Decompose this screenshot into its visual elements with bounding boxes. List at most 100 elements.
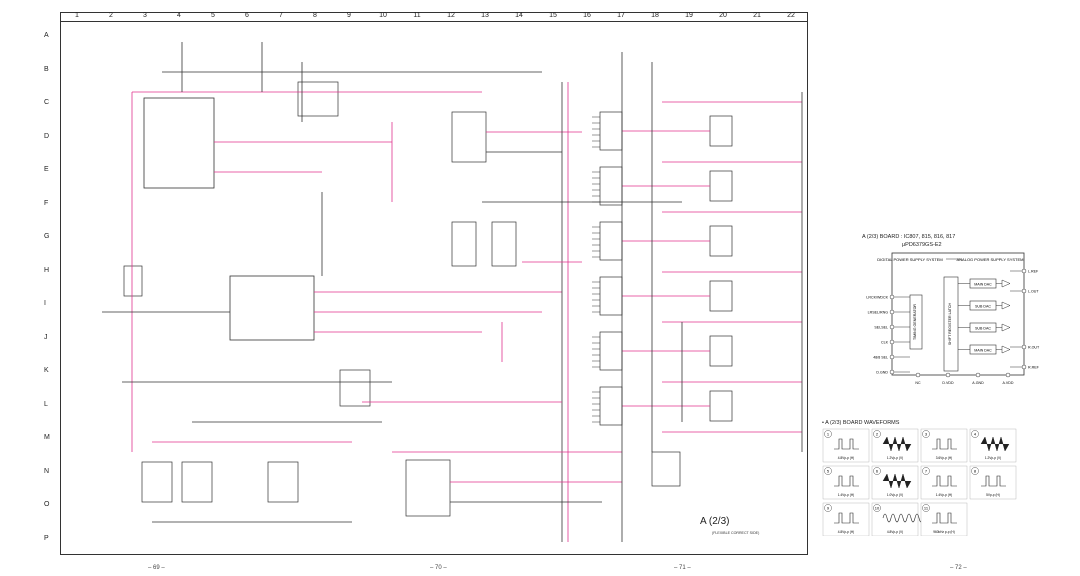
page-number-70: – 70 – — [430, 565, 447, 571]
ic-dsp-lower — [229, 275, 315, 341]
waveform-label: 1.4Vp-p (H) — [936, 493, 952, 497]
left-pin-label: LRCK/WDCK — [866, 295, 888, 299]
row-letter: K — [44, 367, 49, 374]
column-number: 15 — [549, 12, 557, 19]
column-number: 1 — [75, 12, 79, 19]
block-diagram-title: A (2/3) BOARD : IC807, 815, 816, 817 μPD… — [862, 233, 955, 249]
dac-ic — [599, 166, 623, 206]
row-letter: H — [44, 266, 50, 274]
left-pin-label: SELSEL — [874, 325, 888, 329]
row-letter: N — [44, 467, 50, 475]
bottom-pin-label: A.VDD — [1003, 381, 1014, 385]
waveform-number: 6 — [876, 468, 879, 473]
column-number: 16 — [583, 12, 591, 19]
waveform-number: 5 — [827, 468, 830, 473]
waveform-number: 8 — [974, 468, 977, 473]
column-number: 19 — [685, 12, 693, 19]
row-letter: C — [44, 99, 50, 106]
waveforms-panel: 14.8Vp-p (H)21.2Vp-p (V)33.6Vp-p (H)41.2… — [822, 428, 1017, 536]
dac-block-label: MAIN DAC — [974, 282, 992, 286]
ic-bottom-left3 — [267, 461, 299, 503]
page-number-72: – 72 – — [950, 565, 967, 571]
dac-ic — [599, 221, 623, 261]
waveform-label: 4.8Vp-p (H) — [838, 530, 854, 534]
column-number: 11 — [413, 12, 421, 19]
column-number: 20 — [719, 12, 727, 19]
waveforms-title: • A (2/3) BOARD WAVEFORMS — [822, 420, 900, 426]
row-letter: B — [44, 65, 49, 73]
ic-bottom-left1 — [141, 461, 173, 503]
ic-left-small — [123, 265, 143, 297]
ic-bottom-right — [651, 451, 681, 487]
left-pin-label: 48/8 SEL — [873, 355, 888, 359]
right-pin-label: R.REF — [1028, 365, 1040, 369]
waveform-number: 4 — [974, 431, 977, 436]
schematic-wires — [102, 42, 803, 542]
timing-generator-block — [909, 294, 923, 350]
left-pin-label: LRSEL/RNG — [868, 310, 889, 314]
waveform-label: 1.2Vp-p (V) — [887, 456, 903, 460]
waveform-label: 3.6Vp-p (H) — [936, 456, 952, 460]
block-title-line1: A (2/3) BOARD : IC807, 815, 816, 817 — [862, 234, 956, 240]
ic-upper-small — [297, 81, 339, 117]
column-number: 18 — [651, 12, 659, 19]
opamp-ic — [709, 170, 733, 202]
dac-block-label: MAIN DAC — [974, 348, 992, 352]
waveform-number: 3 — [925, 431, 928, 436]
row-letter: J — [44, 333, 48, 341]
waveform-label: 4.8Vp-p (H) — [838, 456, 854, 460]
row-letter: L — [44, 400, 48, 408]
waveform-label: 960kHz p-p (H) — [933, 530, 955, 534]
ic-dsp-upper — [143, 97, 215, 189]
dac-ic — [599, 331, 623, 371]
waveform-number: 9 — [827, 505, 830, 510]
shift-label: SHIFT REGISTER LATCH — [948, 302, 952, 345]
row-letter: O — [44, 501, 50, 508]
row-letter: P — [44, 534, 49, 542]
bottom-pin-label: A.GND — [972, 381, 984, 385]
column-number: 17 — [617, 12, 625, 19]
column-number: 12 — [447, 12, 455, 19]
opamp-ic — [709, 225, 733, 257]
row-letter: I — [44, 300, 46, 307]
dac-ic — [599, 111, 623, 151]
dac-ic — [599, 386, 623, 426]
waveform-number: 10 — [875, 505, 880, 510]
opamp-ic — [709, 390, 733, 422]
page-number-69: – 69 – — [148, 565, 165, 571]
column-number: 4 — [177, 12, 181, 19]
waveform-label: 1.0Vp-p (V) — [887, 493, 903, 497]
column-number: 14 — [515, 12, 523, 19]
page-number-71: – 71 – — [674, 565, 691, 571]
opamp-ic — [709, 335, 733, 367]
digital-power-label: DIGITAL POWER SUPPLY SYSTEM — [877, 257, 942, 262]
column-number: 13 — [481, 12, 489, 19]
bottom-pin-label: NC — [915, 381, 921, 385]
waveform-label: 1.4Vp-p (H) — [838, 493, 854, 497]
shift-register-block — [943, 276, 959, 372]
block-title-line2: μPD6379GS-E2 — [902, 242, 942, 248]
column-number: 2 — [109, 12, 113, 19]
row-letter: D — [44, 132, 50, 140]
left-pin-label: CLK — [881, 340, 889, 344]
column-number: 5 — [211, 12, 215, 19]
ic-block-diagram: DIGITAL POWER SUPPLY SYSTEM ANALOG POWER… — [866, 252, 1040, 385]
column-number: 21 — [753, 12, 761, 19]
ic-center3 — [491, 221, 517, 267]
dac-block-label: SUB DAC — [975, 304, 991, 308]
waveform-label: 5Vp-p (H) — [986, 493, 1000, 497]
waveform-number: 2 — [876, 431, 879, 436]
analog-power-label: ANALOG POWER SUPPLY SYSTEM — [957, 257, 1024, 262]
row-letter: M — [44, 434, 50, 441]
opamp-ic — [709, 280, 733, 312]
column-number: 8 — [313, 12, 317, 19]
dac-column — [592, 111, 733, 426]
ic-bottom-center — [405, 459, 451, 517]
column-number: 7 — [279, 12, 283, 19]
waveform-number: 11 — [924, 505, 929, 510]
ic-mid-small — [339, 369, 371, 407]
board-subtitle: (FLEXIBLE CORRECT SIDE) — [712, 531, 760, 535]
row-letter: E — [44, 166, 49, 173]
